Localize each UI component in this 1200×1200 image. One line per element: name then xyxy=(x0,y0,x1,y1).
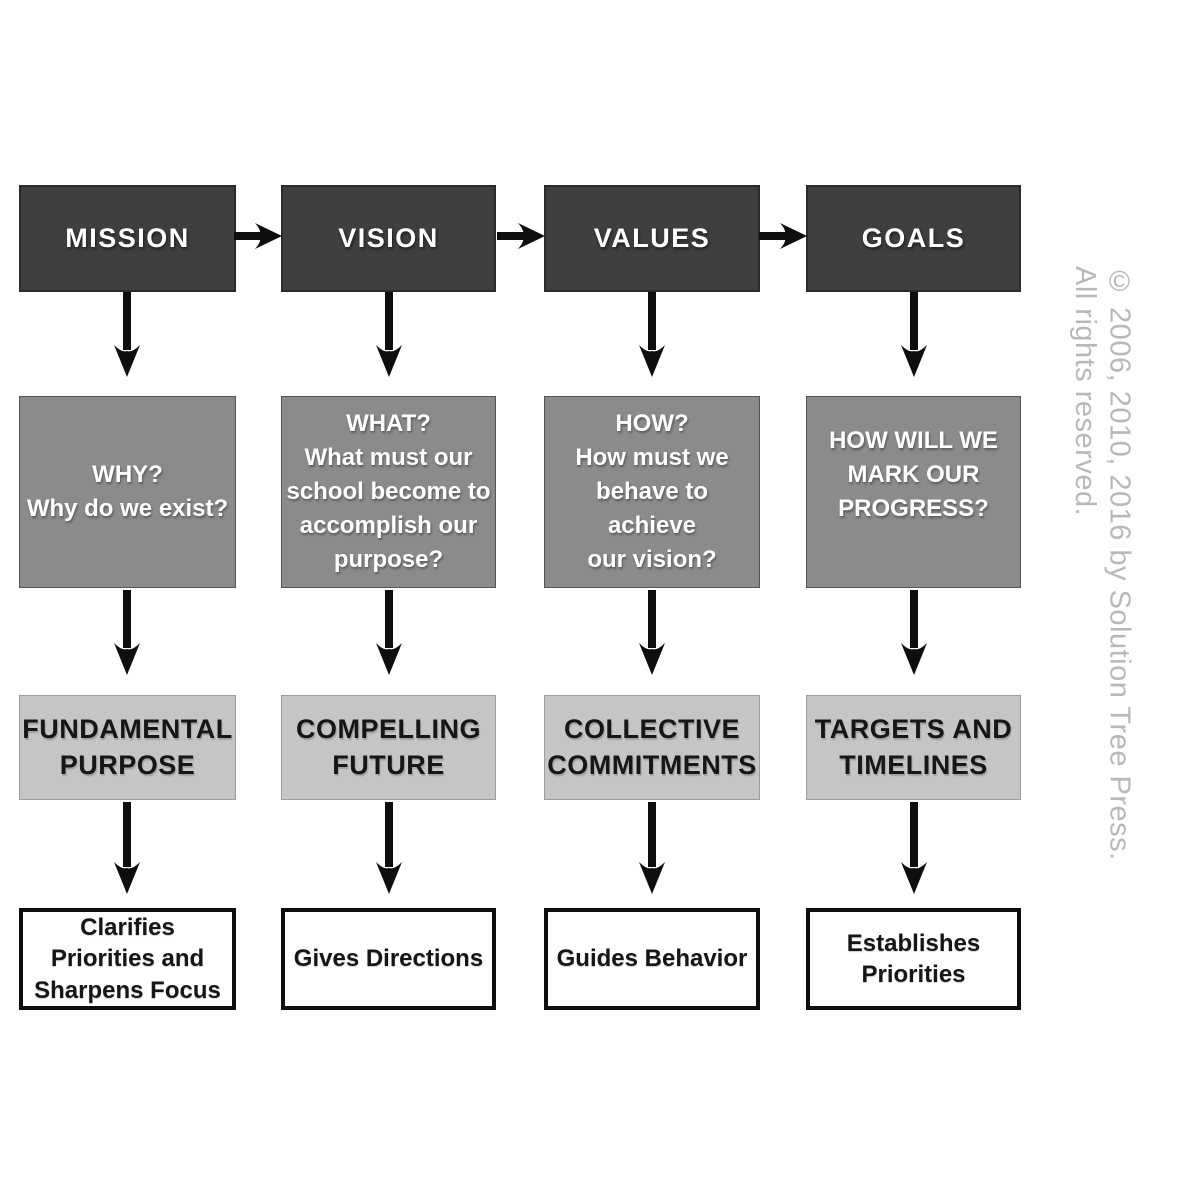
arrow-down-icon xyxy=(639,802,665,894)
arrow-down-icon xyxy=(376,802,402,894)
outcome-box-mission: Clarifies Priorities and Sharpens Focus xyxy=(19,908,236,1010)
arrow-right-icon xyxy=(234,223,282,249)
question-text-mission: WHY? Why do we exist? xyxy=(26,460,229,522)
question-box-values: HOW? How must we behave to achieve our v… xyxy=(544,396,760,588)
descriptor-box-mission: FUNDAMENTAL PURPOSE xyxy=(19,695,236,800)
arrow-right-icon xyxy=(497,223,545,249)
header-box-values: VALUES xyxy=(544,185,760,292)
descriptor-text-goals: TARGETS AND TIMELINES xyxy=(814,714,1013,780)
copyright-watermark: © 2006, 2010, 2016 by Solution Tree Pres… xyxy=(1068,266,1136,1026)
arrow-right-icon xyxy=(759,223,807,249)
header-label-values: VALUES xyxy=(593,223,711,253)
arrow-down-icon xyxy=(639,292,665,377)
outcome-text-vision: Gives Directions xyxy=(293,945,484,973)
arrow-down-icon xyxy=(376,292,402,377)
descriptor-text-values: COLLECTIVE COMMITMENTS xyxy=(547,714,757,780)
arrow-down-icon xyxy=(901,292,927,377)
outcome-box-goals: Establishes Priorities xyxy=(806,908,1021,1010)
arrow-down-icon xyxy=(639,590,665,675)
descriptor-text-mission: FUNDAMENTAL PURPOSE xyxy=(22,714,233,780)
outcome-text-mission: Clarifies Priorities and Sharpens Focus xyxy=(34,914,221,1004)
descriptor-box-vision: COMPELLING FUTURE xyxy=(281,695,496,800)
arrow-down-icon xyxy=(901,590,927,675)
header-box-mission: MISSION xyxy=(19,185,236,292)
arrow-down-icon xyxy=(114,590,140,675)
question-box-mission: WHY? Why do we exist? xyxy=(19,396,236,588)
arrow-down-icon xyxy=(114,292,140,377)
descriptor-text-vision: COMPELLING FUTURE xyxy=(296,714,481,780)
header-box-goals: GOALS xyxy=(806,185,1021,292)
question-text-goals: HOW WILL WE MARK OUR PROGRESS? xyxy=(829,426,998,523)
header-label-goals: GOALS xyxy=(861,223,966,253)
header-box-vision: VISION xyxy=(281,185,496,292)
question-box-goals: HOW WILL WE MARK OUR PROGRESS? xyxy=(806,396,1021,588)
arrow-down-icon xyxy=(114,802,140,894)
descriptor-box-values: COLLECTIVE COMMITMENTS xyxy=(544,695,760,800)
question-box-vision: WHAT? What must our school become to acc… xyxy=(281,396,496,588)
question-text-values: HOW? How must we behave to achieve our v… xyxy=(575,409,729,574)
copyright-line-1: © 2006, 2010, 2016 by Solution Tree Pres… xyxy=(1103,266,1136,861)
outcome-text-goals: Establishes Priorities xyxy=(846,929,981,988)
header-label-mission: MISSION xyxy=(65,223,190,253)
descriptor-box-goals: TARGETS AND TIMELINES xyxy=(806,695,1021,800)
arrow-down-icon xyxy=(901,802,927,894)
outcome-box-values: Guides Behavior xyxy=(544,908,760,1010)
question-text-vision: WHAT? What must our school become to acc… xyxy=(286,409,491,574)
arrow-down-icon xyxy=(376,590,402,675)
outcome-text-values: Guides Behavior xyxy=(556,945,748,973)
outcome-box-vision: Gives Directions xyxy=(281,908,496,1010)
copyright-line-2: All rights reserved. xyxy=(1069,266,1102,517)
header-label-vision: VISION xyxy=(338,223,439,253)
